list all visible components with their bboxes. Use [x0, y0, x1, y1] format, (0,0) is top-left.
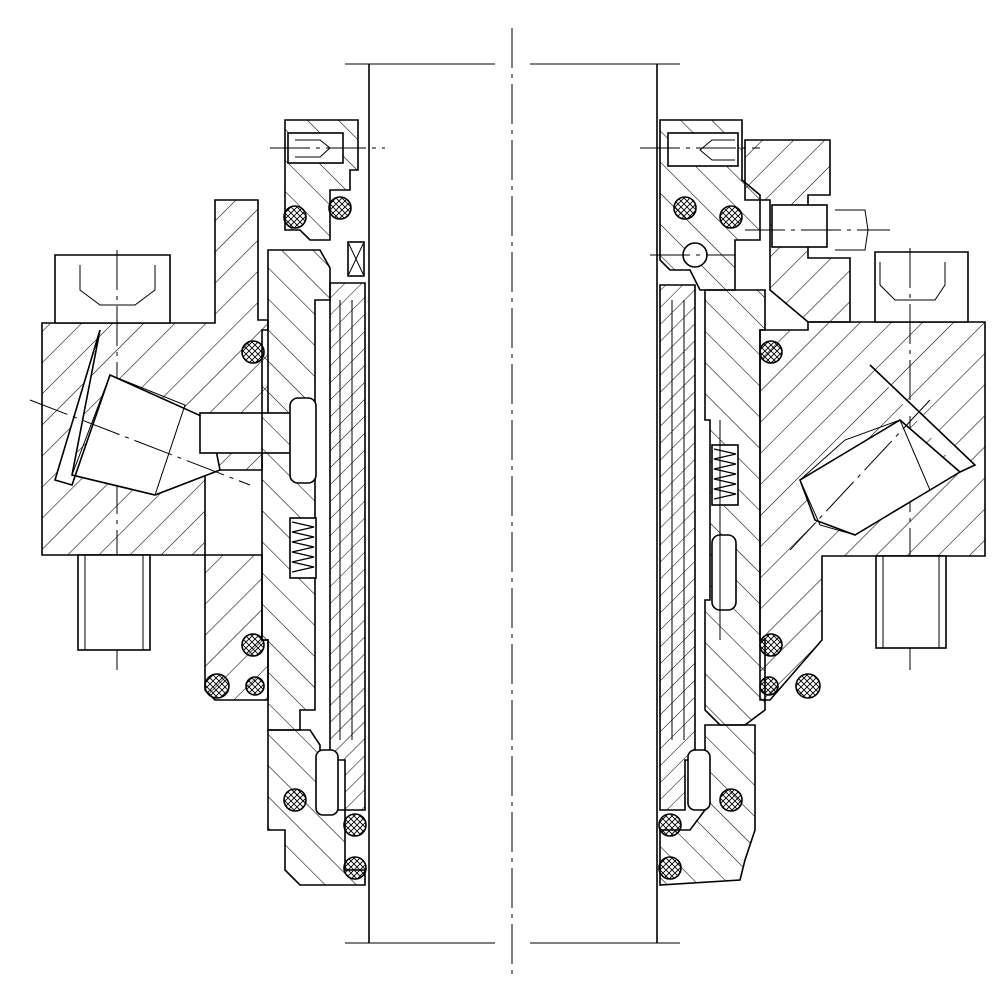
left-gland-plate	[41, 199, 269, 556]
left-oring-5	[204, 673, 230, 699]
left-drive-pin-lower	[315, 749, 339, 816]
left-spring	[291, 521, 315, 573]
left-oring-1	[283, 205, 307, 229]
right-oring-2	[719, 205, 743, 229]
right-bolt-shank	[875, 555, 947, 649]
right-rotary-body	[704, 289, 766, 726]
left-sleeve	[329, 282, 366, 811]
right-oring-7	[719, 788, 743, 812]
left-oring-4	[241, 633, 265, 657]
right-oring-8	[658, 813, 682, 837]
right-bolt-head	[874, 251, 969, 323]
right-oring-9	[658, 856, 682, 880]
right-oring-3	[759, 340, 783, 364]
shaft-lines	[345, 63, 680, 944]
left-oring-3	[241, 340, 265, 364]
left-drive-pin-upper	[289, 397, 317, 484]
right-half	[640, 119, 986, 886]
right-oring-5	[795, 673, 821, 699]
right-oring-6	[759, 676, 779, 696]
left-bolt-shank	[77, 554, 151, 651]
right-spring	[713, 448, 737, 500]
left-bolt-head	[54, 254, 171, 324]
left-oring-7	[283, 788, 307, 812]
left-oring-2	[328, 196, 352, 220]
right-oring-4	[759, 633, 783, 657]
right-oring-1	[673, 196, 697, 220]
left-oring-6	[245, 676, 265, 696]
left-half	[29, 119, 385, 886]
right-drive-pin-lower	[687, 749, 711, 811]
right-sleeve	[659, 284, 696, 811]
right-hex-screw	[771, 204, 828, 248]
left-oring-9	[343, 856, 367, 880]
left-rotary-body	[261, 249, 331, 731]
left-oring-8	[343, 813, 367, 837]
right-setscrew	[667, 132, 739, 167]
right-drive-pin-upper	[711, 534, 737, 611]
